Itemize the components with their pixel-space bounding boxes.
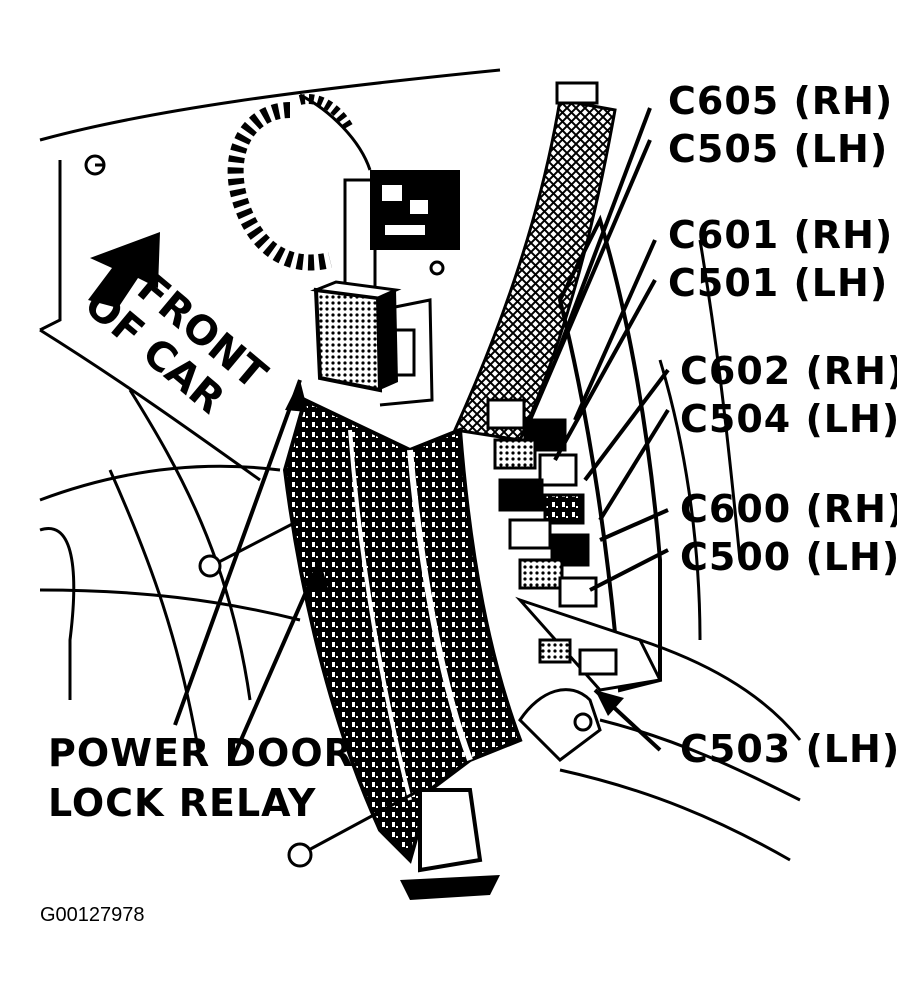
relay-bracket [379, 298, 434, 407]
power-door-lock-relay [310, 280, 402, 393]
callout-c605: C605 (RH) [668, 79, 894, 123]
wiring-harness [227, 102, 332, 271]
front-of-car-arrow-icon [88, 232, 160, 308]
leader-arrow-heads [285, 380, 624, 716]
dash-panel-outline [39, 68, 802, 862]
relay-callout: POWER DOOR LOCK RELAY [48, 728, 354, 828]
callout-c600: C600 (RH) [680, 487, 897, 531]
figure-id: G00127978 [40, 904, 145, 926]
relay-label-line1: POWER DOOR [48, 731, 354, 775]
callout-c500: C500 (LH) [680, 535, 897, 579]
screw-left-icon [198, 518, 301, 578]
callout-c505: C505 (LH) [668, 127, 889, 171]
c503-connector-assembly [518, 638, 618, 762]
upper-connector-bracket [343, 170, 460, 292]
callout-c602: C602 (RH) [680, 349, 897, 393]
callout-c601: C601 (RH) [668, 213, 894, 257]
callout-c503: C503 (LH) [680, 727, 897, 771]
relay-label-line2: LOCK RELAY [48, 781, 317, 825]
bolt-symbol-icon [84, 154, 106, 176]
screw-bottom-icon [287, 788, 421, 868]
connector-cluster [486, 398, 598, 608]
callout-c501: C501 (LH) [668, 261, 889, 305]
callout-c504: C504 (LH) [680, 397, 897, 441]
bottom-clip [418, 788, 483, 873]
